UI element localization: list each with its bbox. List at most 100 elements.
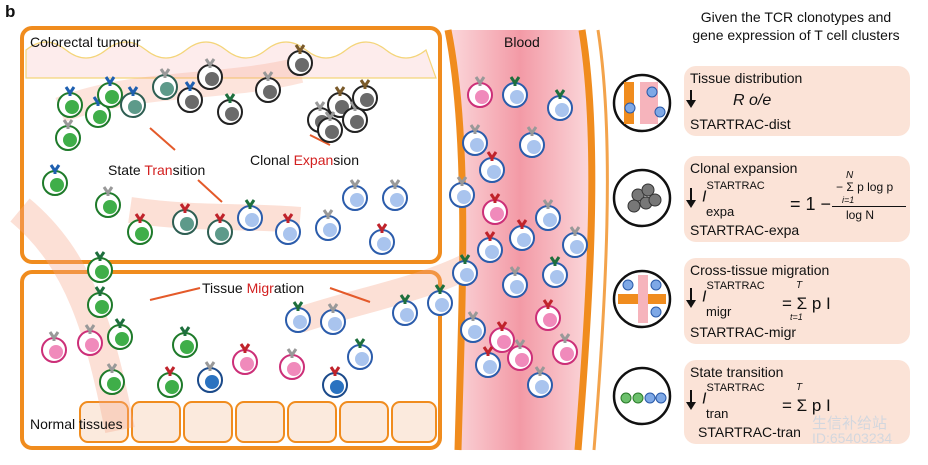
card-title-dist: Tissue distribution	[690, 70, 803, 86]
t-cell	[55, 119, 81, 151]
t-cell	[519, 126, 545, 158]
formula-expa-sub: expa	[706, 204, 735, 219]
card-foot-tran: STARTRAC-tran	[698, 424, 801, 440]
t-cell	[285, 301, 311, 333]
t-cell	[392, 294, 418, 326]
t-cell	[542, 256, 568, 288]
cross-tissue-migration-icon	[612, 269, 672, 329]
fraction-bar	[832, 206, 906, 207]
formula-expa: ISTARTRAC	[702, 180, 765, 206]
card-clonal-expansion	[684, 156, 910, 242]
formula-tran: ISTARTRAC	[702, 382, 765, 408]
card-foot-migr: STARTRAC-migr	[690, 324, 797, 340]
card-title-tran: State transition	[690, 364, 784, 380]
formula-migr-t1: t=1	[790, 312, 803, 322]
down-arrow-icon	[686, 188, 696, 208]
t-cell	[462, 124, 488, 156]
t-cell	[107, 318, 133, 350]
tumour-compartment	[20, 26, 442, 264]
formula-migr: ISTARTRAC	[702, 280, 765, 306]
t-cell	[342, 179, 368, 211]
t-cell	[207, 213, 233, 245]
state-transition-icon	[612, 366, 672, 426]
formula-expa-rhs: = 1 −	[790, 194, 832, 214]
t-cell	[320, 303, 346, 335]
t-cell	[172, 326, 198, 358]
t-cell	[217, 93, 243, 125]
t-cell	[507, 339, 533, 371]
formula-tran-sub: tran	[706, 406, 729, 421]
t-cell	[317, 111, 343, 143]
down-arrow-icon	[686, 288, 696, 308]
normal-tissue-label: Normal tissues	[30, 416, 123, 432]
t-cell	[535, 199, 561, 231]
formula-migr-rhs: = Σ p I	[782, 294, 831, 313]
state-transition-label: State Transition	[108, 162, 206, 178]
t-cell	[460, 311, 486, 343]
card-title-migr: Cross-tissue migration	[690, 262, 830, 278]
t-cell	[502, 76, 528, 108]
t-cell	[352, 79, 378, 111]
t-cell	[347, 338, 373, 370]
t-cell	[232, 343, 258, 375]
t-cell	[95, 186, 121, 218]
t-cell	[197, 58, 223, 90]
t-cell	[562, 226, 588, 258]
formula-migr-sub: migr	[706, 304, 732, 319]
t-cell	[177, 81, 203, 113]
blood-label: Blood	[504, 34, 540, 50]
tissue-migration-label: Tissue Migration	[202, 280, 305, 296]
t-cell	[382, 179, 408, 211]
t-cell	[42, 164, 68, 196]
clonal-expansion-icon	[612, 168, 672, 228]
t-cell	[502, 266, 528, 298]
card-title-expa: Clonal expansion	[690, 160, 798, 176]
t-cell	[552, 333, 578, 365]
t-cell	[287, 44, 313, 76]
panel-label: b	[5, 2, 16, 21]
t-cell	[127, 213, 153, 245]
t-cell	[467, 76, 493, 108]
t-cell	[489, 321, 515, 353]
t-cell	[535, 299, 561, 331]
t-cell	[41, 331, 67, 363]
t-cell	[482, 193, 508, 225]
t-cell	[342, 101, 368, 133]
t-cell	[77, 324, 103, 356]
t-cell	[157, 366, 183, 398]
formula-dist: R o/e	[733, 92, 772, 109]
t-cell-population	[41, 44, 588, 398]
watermark-line1: 生信补给站	[812, 415, 888, 432]
t-cell	[322, 366, 348, 398]
t-cell	[85, 96, 111, 128]
card-cross-tissue-migration	[684, 258, 910, 344]
t-cell	[315, 209, 341, 241]
formula-expa-num: − Σ p log p	[836, 180, 894, 194]
t-cell	[237, 199, 263, 231]
down-arrow-icon	[686, 390, 696, 410]
t-cell	[275, 213, 301, 245]
t-cell	[97, 76, 123, 108]
formula-tran-T: T	[796, 382, 803, 393]
tissue-distribution-icon	[612, 73, 672, 133]
clonal-expansion-label: Clonal Expansion	[250, 152, 359, 168]
watermark-line2: ID:65403234	[812, 430, 893, 446]
t-cell	[172, 203, 198, 235]
card-tissue-distribution	[684, 66, 910, 136]
formula-tran-rhs: = Σ p I	[782, 396, 831, 415]
formula-expa-N: N	[846, 170, 854, 181]
down-arrow-icon	[686, 90, 696, 108]
t-cell	[427, 284, 453, 316]
schematic-icons	[612, 73, 672, 426]
t-cell	[99, 363, 125, 395]
t-cell	[477, 231, 503, 263]
t-cell	[120, 86, 146, 118]
t-cell	[449, 176, 475, 208]
t-cell	[255, 71, 281, 103]
t-cell	[57, 86, 83, 118]
card-state-transition	[684, 360, 910, 444]
t-cell	[87, 286, 113, 318]
t-cell	[479, 151, 505, 183]
formula-expa-i1: i=1	[842, 195, 855, 205]
